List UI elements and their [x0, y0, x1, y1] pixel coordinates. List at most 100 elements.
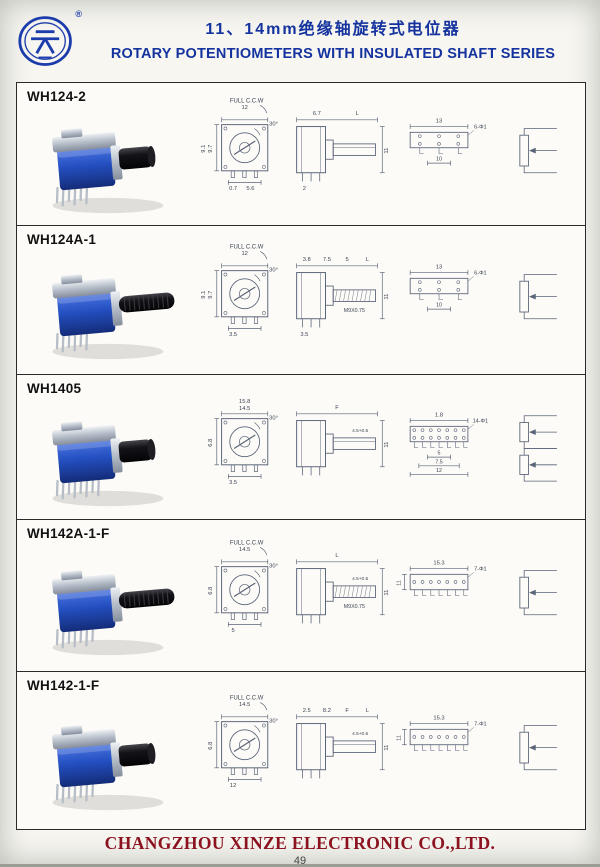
svg-text:7.5: 7.5	[435, 459, 442, 465]
front-view: FULL C.C.W14.530°6.812	[208, 696, 278, 790]
svg-text:3.5: 3.5	[229, 332, 237, 338]
schematic-view	[519, 274, 557, 320]
technical-drawing-svg: FULL C.C.W14.530°6.85LM9X0.754.5+0.51115…	[208, 541, 557, 635]
svg-text:12: 12	[241, 252, 247, 258]
svg-text:6-Φ1: 6-Φ1	[474, 271, 487, 277]
svg-text:11: 11	[384, 148, 390, 154]
header-titles: 11、14mm绝缘轴旋转式电位器 ROTARY POTENTIOMETERS W…	[80, 12, 586, 62]
side-view: F4.5+0.511	[296, 405, 390, 475]
svg-text:8.2: 8.2	[323, 708, 331, 714]
technical-drawing-svg: 15.814.530°6.83.5F4.5+0.5111.814-Φ157.51…	[208, 399, 557, 486]
page-footer: CHANGZHOU XINZE ELECTRONIC CO.,LTD. 49	[0, 833, 600, 867]
svg-text:14.5: 14.5	[239, 547, 250, 553]
svg-text:9.1: 9.1	[201, 291, 207, 299]
svg-text:5: 5	[346, 257, 349, 263]
title-english: ROTARY POTENTIOMETERS WITH INSULATED SHA…	[110, 46, 556, 62]
model-label: WH124A-1	[27, 231, 97, 247]
svg-text:L: L	[356, 111, 360, 117]
registered-mark: ®	[75, 9, 82, 19]
product-photo-svg	[52, 569, 175, 655]
product-photo	[17, 520, 195, 672]
svg-text:12: 12	[436, 468, 442, 474]
svg-text:30°: 30°	[269, 268, 278, 274]
svg-text:L: L	[366, 257, 370, 263]
svg-text:30°: 30°	[269, 415, 278, 421]
svg-text:30°: 30°	[269, 564, 278, 570]
product-photo	[17, 83, 195, 225]
svg-text:6.7: 6.7	[313, 111, 321, 117]
svg-text:11: 11	[397, 735, 403, 741]
schematic-view	[519, 128, 557, 174]
company-logo: ®	[16, 9, 82, 74]
svg-text:3.5: 3.5	[229, 480, 237, 486]
svg-text:30°: 30°	[269, 719, 278, 725]
svg-text:4.5+0.5: 4.5+0.5	[352, 731, 368, 737]
svg-text:9.1: 9.1	[201, 145, 207, 153]
svg-text:FULL C.C.W: FULL C.C.W	[230, 99, 264, 105]
svg-text:M9X0.75: M9X0.75	[344, 604, 365, 610]
product-photo	[17, 672, 195, 829]
model-label: WH142A-1-F	[27, 525, 110, 541]
svg-text:L: L	[366, 708, 370, 714]
svg-text:M9X0.75: M9X0.75	[344, 308, 365, 314]
svg-text:14-Φ1: 14-Φ1	[473, 418, 489, 424]
svg-text:F: F	[345, 708, 349, 714]
svg-text:6.8: 6.8	[208, 742, 214, 750]
model-label: WH1405	[27, 381, 82, 397]
svg-text:11: 11	[397, 580, 403, 586]
product-photo	[17, 375, 195, 519]
footer-company-name: CHANGZHOU XINZE ELECTRONIC CO.,LTD.	[104, 833, 496, 853]
product-photo-svg	[52, 724, 164, 810]
side-view: 6.7 L 11 2	[296, 111, 390, 192]
svg-text:2.5: 2.5	[303, 708, 311, 714]
svg-text:2: 2	[303, 186, 306, 192]
svg-text:9.7: 9.7	[208, 145, 214, 153]
front-view: 15.814.530°6.83.5	[208, 399, 278, 486]
svg-text:6-Φ1: 6-Φ1	[474, 125, 487, 131]
svg-text:11: 11	[384, 294, 390, 300]
svg-text:7-Φ1: 7-Φ1	[474, 567, 487, 573]
product-photo	[17, 226, 195, 375]
svg-text:FULL C.C.W: FULL C.C.W	[230, 245, 264, 251]
svg-text:L: L	[335, 553, 339, 559]
svg-text:15.8: 15.8	[239, 399, 250, 405]
product-photo-svg	[52, 421, 164, 507]
page-header: ® 11、14mm绝缘轴旋转式电位器 ROTARY POTENTIOMETERS…	[0, 0, 600, 82]
svg-text:10: 10	[436, 303, 442, 309]
svg-text:7-Φ1: 7-Φ1	[474, 722, 487, 728]
svg-text:11: 11	[384, 745, 390, 751]
svg-text:5: 5	[438, 450, 441, 456]
svg-text:12: 12	[241, 106, 247, 112]
svg-text:11: 11	[384, 590, 390, 596]
svg-text:7.5: 7.5	[323, 257, 331, 263]
svg-text:4.5+0.5: 4.5+0.5	[352, 428, 368, 434]
svg-text:5: 5	[232, 628, 235, 634]
schematic-view	[519, 414, 557, 482]
svg-text:13: 13	[436, 119, 442, 125]
svg-text:5.6: 5.6	[246, 186, 254, 192]
schematic-view	[519, 725, 557, 771]
page-number: 49	[293, 855, 307, 867]
front-view: FULL C.C.W14.530°6.85	[208, 541, 278, 635]
svg-text:FULL C.C.W: FULL C.C.W	[230, 541, 264, 547]
svg-text:12: 12	[230, 783, 236, 789]
svg-text:6.8: 6.8	[208, 438, 214, 446]
